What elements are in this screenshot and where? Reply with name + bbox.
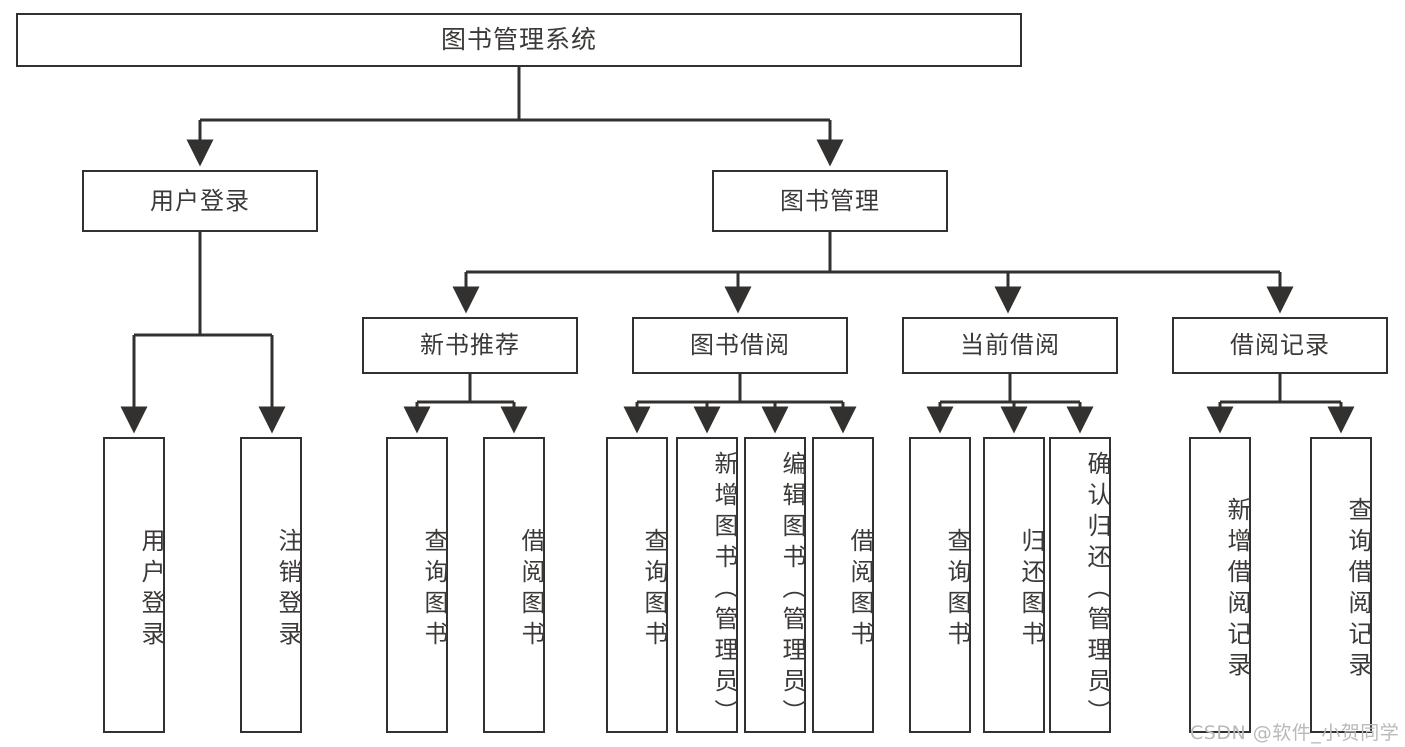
node-user-login-label: 用户登录 (150, 186, 250, 215)
leaf-query-book-borrow[interactable]: 查询图书 (606, 437, 668, 733)
leaf-label: 新增借阅记录 (1223, 497, 1251, 683)
node-book-borrow[interactable]: 图书借阅 (632, 317, 848, 374)
leaf-add-borrow-record[interactable]: 新增借阅记录 (1189, 437, 1251, 733)
node-root-label: 图书管理系统 (440, 25, 597, 55)
node-user-login[interactable]: 用户登录 (82, 170, 318, 232)
leaf-label: 注销登录 (274, 528, 302, 652)
leaf-user-login[interactable]: 用户登录 (103, 437, 165, 733)
leaf-label: 编辑图书（管理员） (778, 450, 806, 730)
leaf-label: 借阅图书 (846, 528, 874, 652)
leaf-label: 确认归还（管理员） (1083, 450, 1111, 730)
leaf-label: 查询借阅记录 (1344, 497, 1372, 683)
leaf-confirm-return-admin[interactable]: 确认归还（管理员） (1049, 437, 1111, 733)
leaf-label: 查询图书 (420, 528, 448, 652)
leaf-label: 查询图书 (640, 528, 668, 652)
leaf-borrow-book[interactable]: 借阅图书 (812, 437, 874, 733)
leaf-logout[interactable]: 注销登录 (240, 437, 302, 733)
node-new-book-recommend-label: 新书推荐 (420, 331, 520, 360)
leaf-borrow-book-newbook[interactable]: 借阅图书 (483, 437, 545, 733)
leaf-add-book-admin[interactable]: 新增图书（管理员） (676, 437, 738, 733)
node-current-borrow[interactable]: 当前借阅 (902, 317, 1118, 374)
leaf-query-book-newbook[interactable]: 查询图书 (386, 437, 448, 733)
leaf-return-book[interactable]: 归还图书 (983, 437, 1045, 733)
leaf-label: 归还图书 (1017, 528, 1045, 652)
leaf-edit-book-admin[interactable]: 编辑图书（管理员） (744, 437, 806, 733)
leaf-label: 用户登录 (137, 528, 165, 652)
node-book-borrow-label: 图书借阅 (690, 331, 790, 360)
node-current-borrow-label: 当前借阅 (960, 331, 1060, 360)
node-borrow-record[interactable]: 借阅记录 (1172, 317, 1388, 374)
node-book-management[interactable]: 图书管理 (712, 170, 948, 232)
node-book-management-label: 图书管理 (780, 186, 880, 215)
leaf-label: 借阅图书 (517, 528, 545, 652)
leaf-query-book-current[interactable]: 查询图书 (909, 437, 971, 733)
csdn-watermark: CSDN @软件_小贺同学 (1190, 722, 1400, 744)
node-new-book-recommend[interactable]: 新书推荐 (362, 317, 578, 374)
leaf-label: 查询图书 (943, 528, 971, 652)
node-borrow-record-label: 借阅记录 (1230, 331, 1330, 360)
leaf-query-borrow-record[interactable]: 查询借阅记录 (1310, 437, 1372, 733)
leaf-label: 新增图书（管理员） (710, 450, 738, 730)
node-root[interactable]: 图书管理系统 (16, 13, 1022, 67)
